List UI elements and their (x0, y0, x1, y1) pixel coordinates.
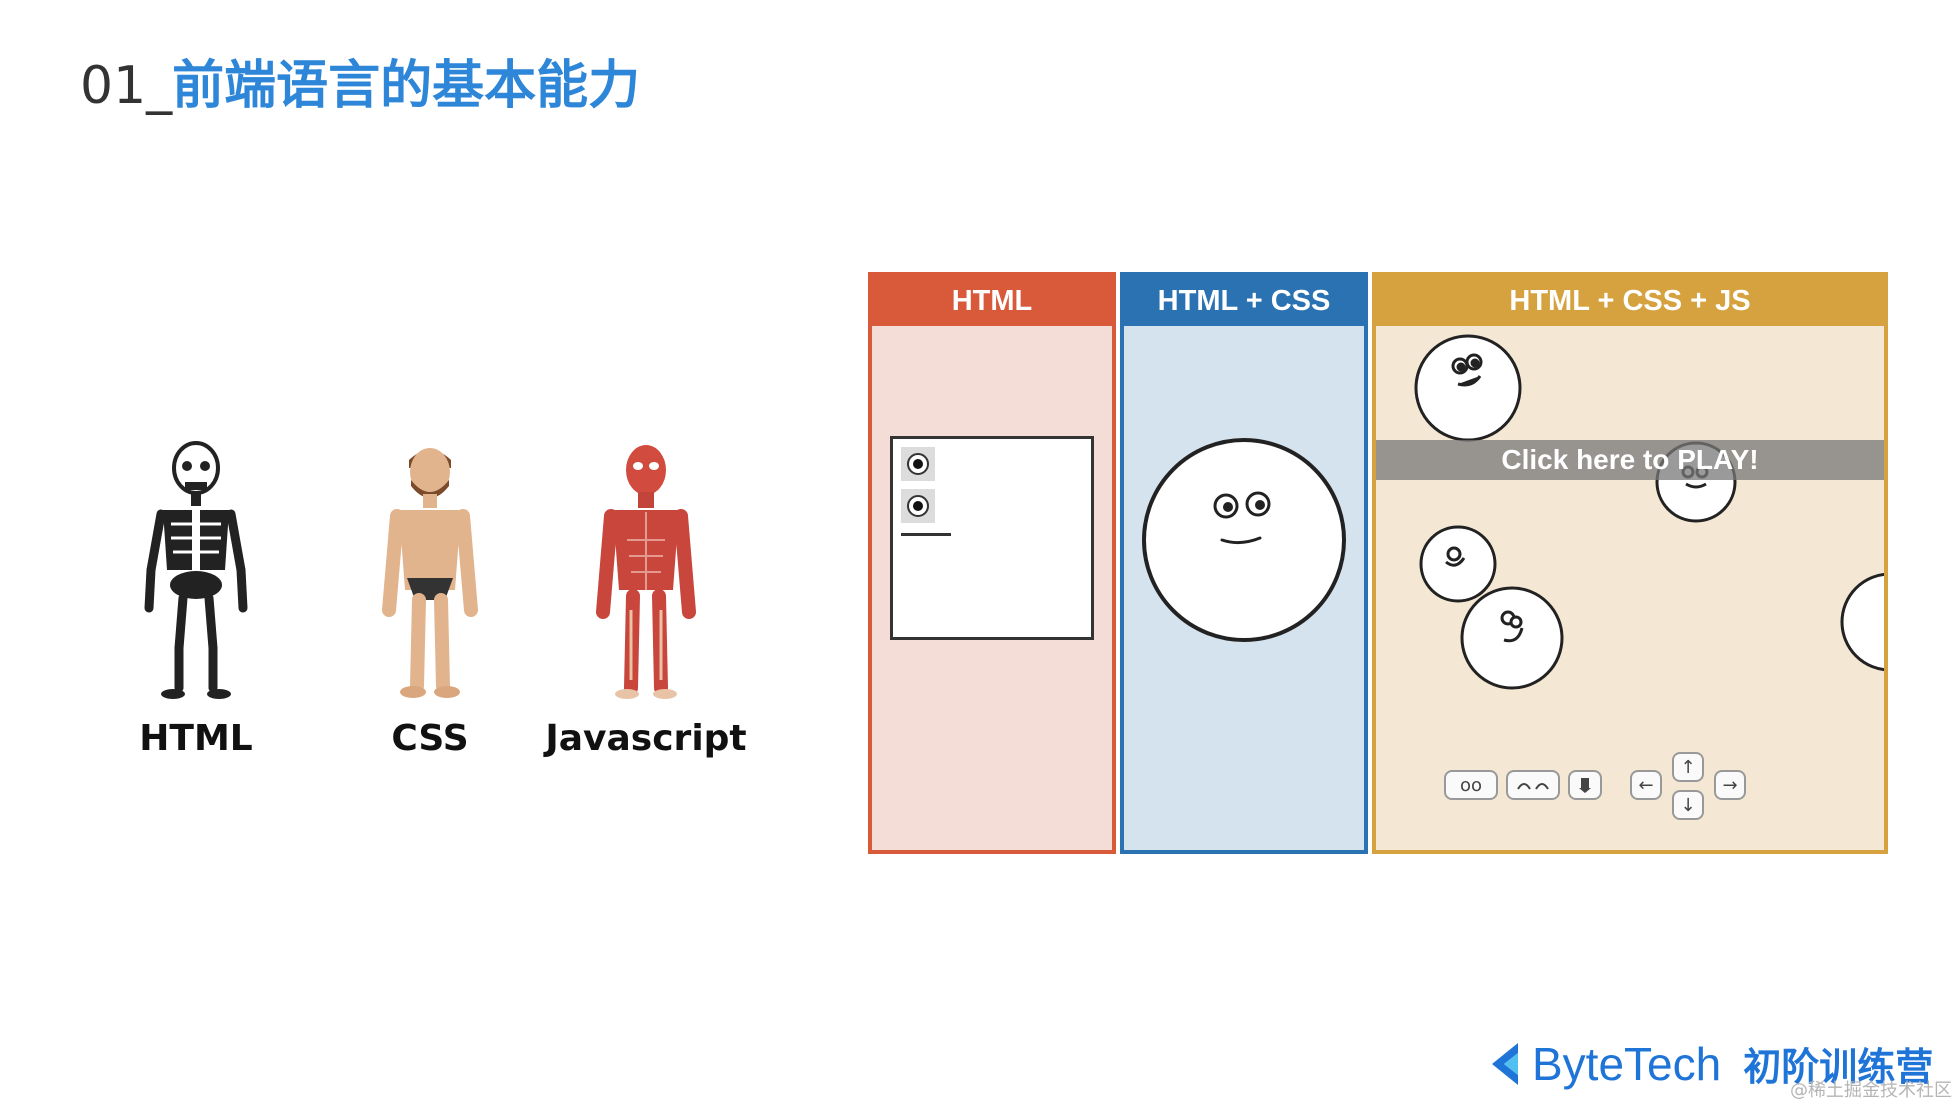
watermark: @稀土掘金技术社区 (1790, 1080, 1952, 1101)
html-input-line (901, 533, 951, 536)
panel-html: HTML (868, 272, 1116, 854)
eyes-button[interactable]: oo (1444, 770, 1498, 800)
figure-label-html: HTML (139, 718, 253, 759)
arrow-right-button[interactable]: → (1714, 770, 1746, 800)
radio-button-1[interactable] (901, 447, 935, 481)
bytetech-brand: ByteTech 初阶训练营 (1488, 1036, 1933, 1091)
ball-icon-5 (1840, 572, 1884, 672)
skeleton-figure (96, 440, 296, 710)
human-figure (330, 440, 530, 710)
arrow-up-button[interactable]: ↑ (1672, 752, 1704, 782)
muscle-figure (546, 440, 746, 710)
ball-icon-1 (1414, 334, 1522, 442)
title-text: 前端语言的基本能力 (172, 56, 641, 116)
radio-button-2[interactable] (901, 489, 935, 523)
figure-label-javascript: Javascript (545, 718, 747, 759)
panel-js-header: HTML + CSS + JS (1376, 276, 1884, 326)
muscle-anatomy-icon (596, 445, 696, 699)
play-banner-button[interactable]: Click here to PLAY! (1376, 440, 1884, 480)
smiley-ball-icon (1142, 438, 1346, 642)
panel-css-header: HTML + CSS (1124, 276, 1364, 326)
ball-icon-4 (1460, 586, 1564, 690)
panel-html-header: HTML (872, 276, 1112, 326)
ball-icon-3 (1419, 525, 1497, 603)
panel-css: HTML + CSS (1120, 272, 1368, 854)
pin-icon (1579, 778, 1591, 793)
bytetech-logo-icon (1492, 1042, 1518, 1085)
pin-button[interactable] (1568, 770, 1602, 800)
panel-js: HTML + CSS + JS Click here to PLAY! oo (1372, 272, 1888, 854)
title-number: 01_ (80, 56, 173, 116)
skeleton-icon (144, 441, 248, 699)
slide-title: 01_前端语言的基本能力 (80, 52, 640, 120)
html-form-box (890, 436, 1094, 640)
brand-name: ByteTech (1532, 1037, 1722, 1090)
human-body-icon (382, 448, 478, 698)
figure-label-css: CSS (391, 718, 469, 759)
balls-scene (1414, 334, 1884, 690)
flip-button[interactable] (1506, 770, 1560, 800)
brand-subtitle: 初阶训练营 (1743, 1045, 1934, 1089)
arrow-left-button[interactable]: ← (1630, 770, 1662, 800)
flip-arrows-icon (1517, 783, 1549, 790)
arrow-down-button[interactable]: ↓ (1672, 790, 1704, 820)
